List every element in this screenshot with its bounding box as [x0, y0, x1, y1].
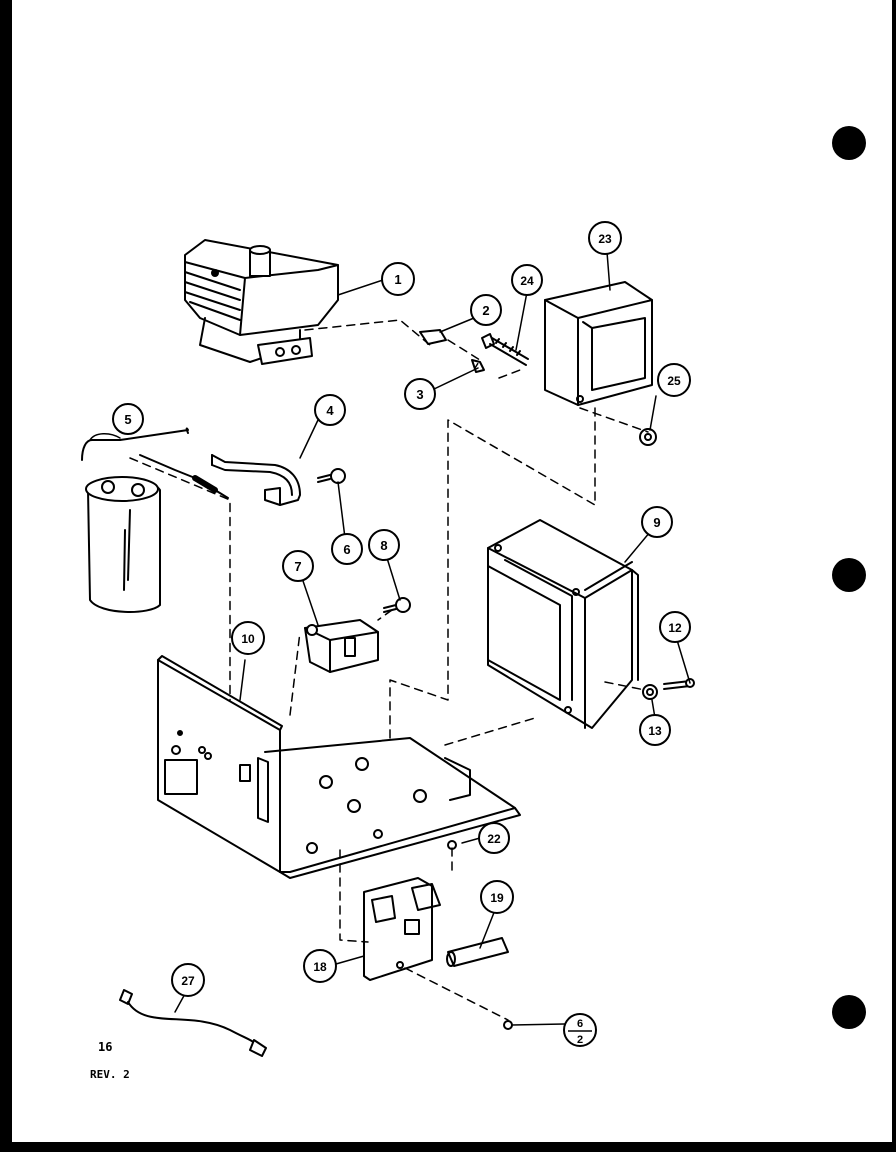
- callout-19: 19: [480, 880, 514, 914]
- callout-12: 12: [659, 611, 691, 643]
- callout-8: 8: [368, 529, 400, 561]
- svg-text:18: 18: [313, 960, 327, 974]
- screw-8-part: [383, 597, 411, 613]
- bolt-part: [481, 333, 529, 366]
- svg-text:19: 19: [490, 891, 504, 905]
- scan-border-right: [892, 0, 896, 1152]
- callout-25: 25: [657, 363, 691, 397]
- svg-text:23: 23: [598, 232, 612, 246]
- lock-washer-13-part: [642, 684, 658, 700]
- screw-part: [317, 468, 346, 484]
- callout-6: 6: [331, 533, 363, 565]
- callout-5: 5: [112, 403, 144, 435]
- nut-part: [639, 428, 657, 446]
- svg-text:9: 9: [653, 515, 660, 530]
- callout-1: 1: [381, 262, 415, 296]
- fuse-part: [446, 937, 509, 967]
- callout-22: 22: [478, 822, 510, 854]
- svg-text:2: 2: [577, 1034, 583, 1046]
- svg-text:8: 8: [380, 538, 387, 553]
- revision-label: REV. 2: [90, 1068, 130, 1081]
- svg-text:6: 6: [343, 542, 350, 557]
- page-number: 16: [98, 1040, 113, 1054]
- transformer-part: [487, 519, 639, 729]
- punch-hole-bottom: [832, 995, 866, 1029]
- callout-2: 2: [470, 294, 502, 326]
- leader-lines: [89, 251, 691, 1026]
- relay-part: [304, 619, 379, 673]
- svg-text:10: 10: [241, 632, 255, 646]
- callout-23: 23: [588, 221, 622, 255]
- svg-text:3: 3: [416, 387, 423, 402]
- capacitor-part: [81, 427, 189, 613]
- callout-13: 13: [639, 714, 671, 746]
- svg-text:13: 13: [648, 724, 662, 738]
- callout-9: 9: [641, 506, 673, 538]
- assembly-lines: [129, 319, 649, 1021]
- callout-4: 4: [314, 394, 346, 426]
- svg-text:4: 4: [326, 403, 334, 418]
- punch-hole-middle: [832, 558, 866, 592]
- punch-hole-top: [832, 126, 866, 160]
- svg-text:25: 25: [667, 374, 681, 388]
- callout-27: 27: [171, 963, 205, 997]
- diode-part: [139, 454, 229, 499]
- callout-10: 10: [231, 621, 265, 655]
- base-plate-part: [157, 655, 521, 879]
- svg-text:12: 12: [668, 621, 682, 635]
- callout-6-over-2: 6 2: [563, 1013, 597, 1047]
- svg-text:6: 6: [577, 1018, 583, 1030]
- svg-text:7: 7: [294, 559, 301, 574]
- fuse-holder-board-part: [363, 877, 441, 981]
- magnetron-part: [184, 239, 339, 365]
- callout-18: 18: [303, 949, 337, 983]
- capacitor-bracket-part: [211, 454, 301, 506]
- screw-bottom-part: [503, 1020, 513, 1030]
- clip-part: [419, 329, 447, 345]
- high-voltage-transformer-part: [544, 281, 653, 406]
- callout-7: 7: [282, 550, 314, 582]
- svg-text:27: 27: [181, 974, 195, 988]
- callout-markers: 1 2 3 4 5 6 7 8 9 10 12 13 18 19 22 23 2…: [112, 221, 691, 1047]
- svg-text:24: 24: [520, 274, 534, 288]
- svg-text:2: 2: [482, 303, 489, 318]
- wire-harness-part: [119, 989, 267, 1057]
- svg-text:22: 22: [487, 832, 501, 846]
- svg-text:5: 5: [124, 412, 131, 427]
- callout-3: 3: [404, 378, 436, 410]
- svg-text:1: 1: [394, 272, 401, 287]
- callout-24: 24: [511, 264, 543, 296]
